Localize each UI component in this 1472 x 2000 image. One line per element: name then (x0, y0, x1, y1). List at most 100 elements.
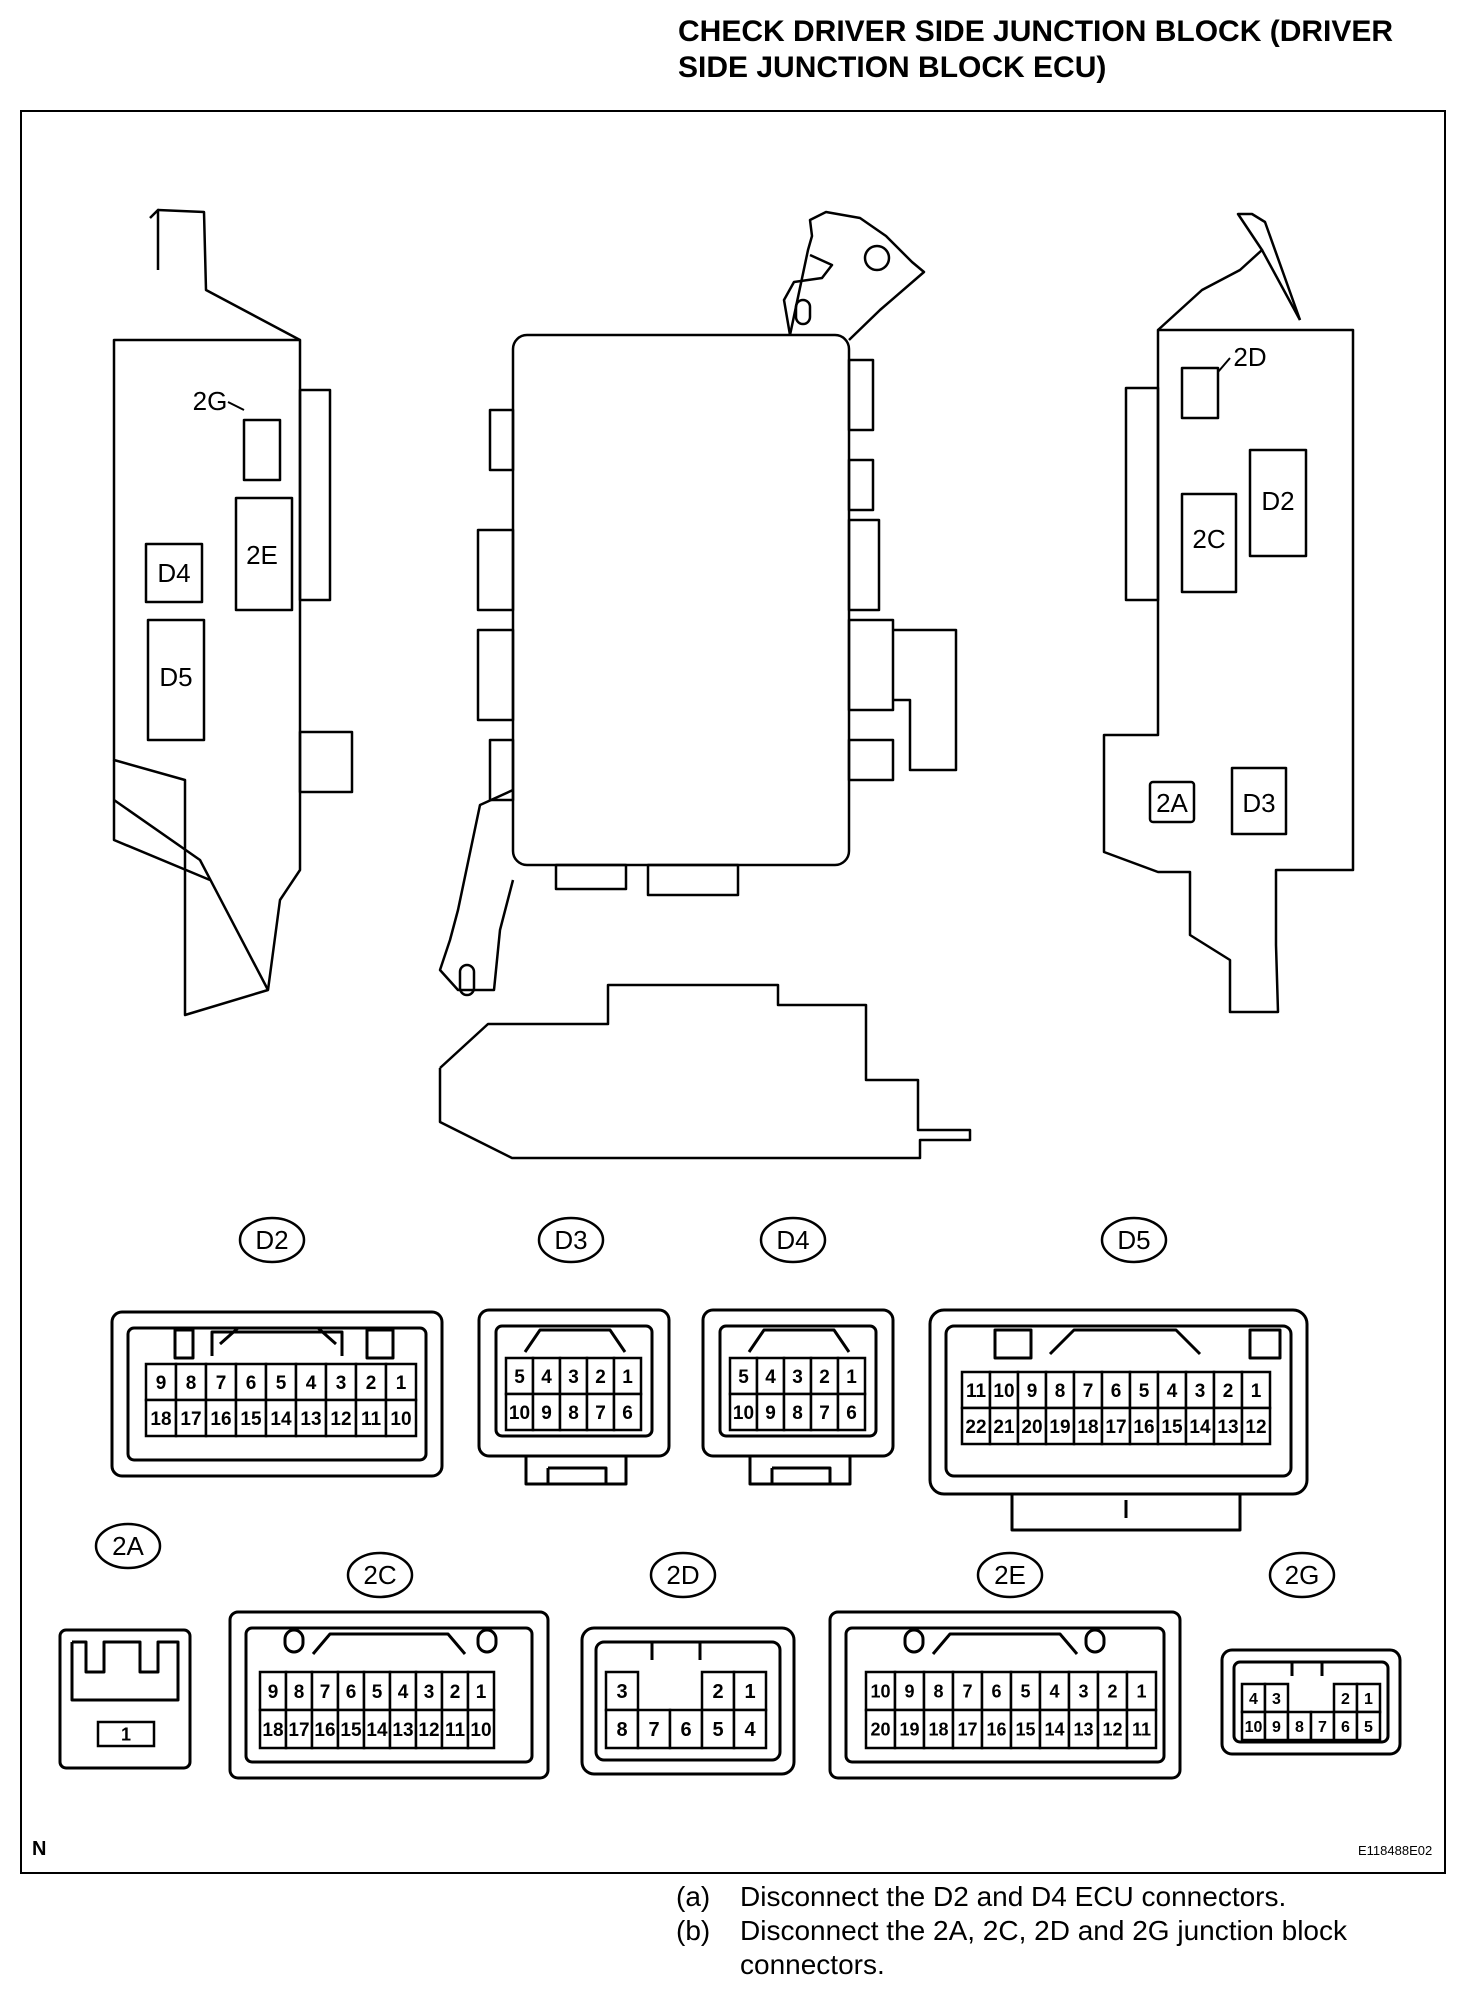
c2e-pin-3-label: 3 (1078, 1681, 1088, 1701)
d3-pin-5-label: 5 (514, 1367, 525, 1388)
c2g-pin-2-label: 2 (1341, 1691, 1350, 1708)
c2d-pin-7-label: 7 (648, 1719, 659, 1741)
c2g-pin-3-label: 3 (1272, 1691, 1281, 1708)
d5-pin-22: 22 (960, 1406, 992, 1446)
d2-pin-14-label: 14 (270, 1409, 292, 1430)
c2c-pin-12: 12 (414, 1708, 444, 1750)
c2e-pin-17-label: 17 (957, 1719, 977, 1739)
label-d2-right: D2 (1261, 486, 1294, 516)
d4-pin-7-label: 7 (819, 1403, 830, 1424)
c2g-pin-10: 10 (1240, 1710, 1267, 1742)
d5-pin-13: 13 (1212, 1406, 1244, 1446)
c2e-pin-9-label: 9 (904, 1681, 914, 1701)
c2c-pin-17-label: 17 (288, 1720, 309, 1741)
d4-pin-5: 5 (728, 1356, 759, 1396)
d5-pin-7-label: 7 (1083, 1381, 1094, 1402)
c2g-pin-4: 4 (1240, 1682, 1267, 1714)
c2e-pin-7-label: 7 (962, 1681, 972, 1701)
c2d-pin-1-label: 1 (744, 1681, 755, 1703)
c2a-pin-1: 1 (96, 1720, 156, 1748)
d5-pin-20-label: 20 (1021, 1417, 1042, 1438)
label-2a-right: 2A (1156, 788, 1188, 818)
c2c-pin-17: 17 (284, 1708, 314, 1750)
d2-pin-5: 5 (264, 1362, 298, 1402)
c2c-pin-13: 13 (388, 1708, 418, 1750)
d2-pin-2-label: 2 (366, 1373, 377, 1394)
c2e-pin-15: 15 (1009, 1708, 1042, 1750)
d5-pin-9-label: 9 (1027, 1381, 1038, 1402)
d5-pin-3-label: 3 (1195, 1381, 1206, 1402)
instruction-b-text: Disconnect the 2A, 2C, 2D and 2G junctio… (740, 1915, 1348, 1980)
connector-2d-housing (580, 1626, 796, 1776)
d3-pin-8: 8 (558, 1392, 589, 1432)
figure-code: E118488E02 (1358, 1843, 1433, 1858)
d3-pin-5: 5 (504, 1356, 535, 1396)
d5-pin-17-label: 17 (1105, 1417, 1126, 1438)
d4-pin-7: 7 (809, 1392, 840, 1432)
c2c-pin-13-label: 13 (392, 1720, 413, 1741)
c2c-pin-2: 2 (440, 1670, 470, 1712)
c2d-pin-2-label: 2 (712, 1681, 723, 1703)
d5-pin-5: 5 (1128, 1370, 1160, 1410)
c2d-pin-2: 2 (700, 1670, 736, 1712)
c2c-pin-16-label: 16 (314, 1720, 335, 1741)
label-2g-left: 2G (193, 386, 228, 416)
instruction-b-label: (b) (676, 1915, 711, 1946)
d5-pin-1-label: 1 (1251, 1381, 1262, 1402)
c2e-pin-15-label: 15 (1015, 1719, 1035, 1739)
instruction-a: (a) Disconnect the D2 and D4 ECU connect… (676, 1880, 1456, 1914)
c2e-pin-18-label: 18 (928, 1719, 948, 1739)
d3-pin-1: 1 (612, 1356, 643, 1396)
d2-pin-9: 9 (144, 1362, 178, 1402)
c2c-pin-1-label: 1 (476, 1682, 487, 1703)
d5-pin-10-label: 10 (993, 1381, 1014, 1402)
d5-pin-3: 3 (1184, 1370, 1216, 1410)
c2e-pin-3: 3 (1067, 1670, 1100, 1712)
c2g-pin-9-label: 9 (1272, 1719, 1281, 1736)
c2d-pin-6-label: 6 (680, 1719, 691, 1741)
c2g-pin-5: 5 (1355, 1710, 1382, 1742)
d2-pin-8-label: 8 (186, 1373, 197, 1394)
d3-pin-10: 10 (504, 1392, 535, 1432)
c2e-pin-16-label: 16 (986, 1719, 1006, 1739)
c2d-pin-3-label: 3 (616, 1681, 627, 1703)
d5-pin-18: 18 (1072, 1406, 1104, 1446)
d5-pin-11-label: 11 (966, 1381, 987, 1402)
d5-pin-9: 9 (1016, 1370, 1048, 1410)
d5-pin-6-label: 6 (1111, 1381, 1122, 1402)
connector-d5-name: D5 (1117, 1225, 1150, 1255)
c2e-pin-4: 4 (1038, 1670, 1071, 1712)
d2-pin-13-label: 13 (300, 1409, 321, 1430)
connector-d2-housing (110, 1310, 444, 1478)
d4-pin-3-label: 3 (792, 1367, 803, 1388)
d4-pin-10-label: 10 (733, 1403, 754, 1424)
corner-label: N (32, 1838, 47, 1860)
connector-2a-name: 2A (112, 1531, 144, 1561)
d2-pin-11-label: 11 (361, 1409, 382, 1430)
c2g-pin-1-label: 1 (1364, 1691, 1373, 1708)
d2-pin-8: 8 (174, 1362, 208, 1402)
c2c-pin-9-label: 9 (268, 1682, 279, 1703)
c2e-pin-12: 12 (1096, 1708, 1129, 1750)
c2e-pin-20-label: 20 (870, 1719, 890, 1739)
d4-pin-4: 4 (755, 1356, 786, 1396)
d2-pin-2: 2 (354, 1362, 388, 1402)
d2-pin-18: 18 (144, 1398, 178, 1438)
label-2e-left: 2E (246, 540, 278, 570)
right-side-view (1102, 212, 1355, 1014)
d5-pin-14-label: 14 (1189, 1417, 1211, 1438)
d4-pin-9-label: 9 (765, 1403, 776, 1424)
c2d-pin-4-label: 4 (744, 1719, 756, 1741)
c2g-pin-7-label: 7 (1318, 1719, 1327, 1736)
d5-pin-11: 11 (960, 1370, 992, 1410)
c2g-pin-10-label: 10 (1245, 1719, 1263, 1736)
d3-pin-7: 7 (585, 1392, 616, 1432)
c2e-pin-14-label: 14 (1044, 1719, 1064, 1739)
center-ecu-view (438, 210, 972, 1160)
label-d5-left: D5 (159, 662, 192, 692)
d4-pin-1-label: 1 (846, 1367, 857, 1388)
connector-d4-name: D4 (776, 1225, 809, 1255)
d3-pin-4: 4 (531, 1356, 562, 1396)
connector-d3-housing (477, 1308, 671, 1486)
c2e-pin-12-label: 12 (1102, 1719, 1122, 1739)
